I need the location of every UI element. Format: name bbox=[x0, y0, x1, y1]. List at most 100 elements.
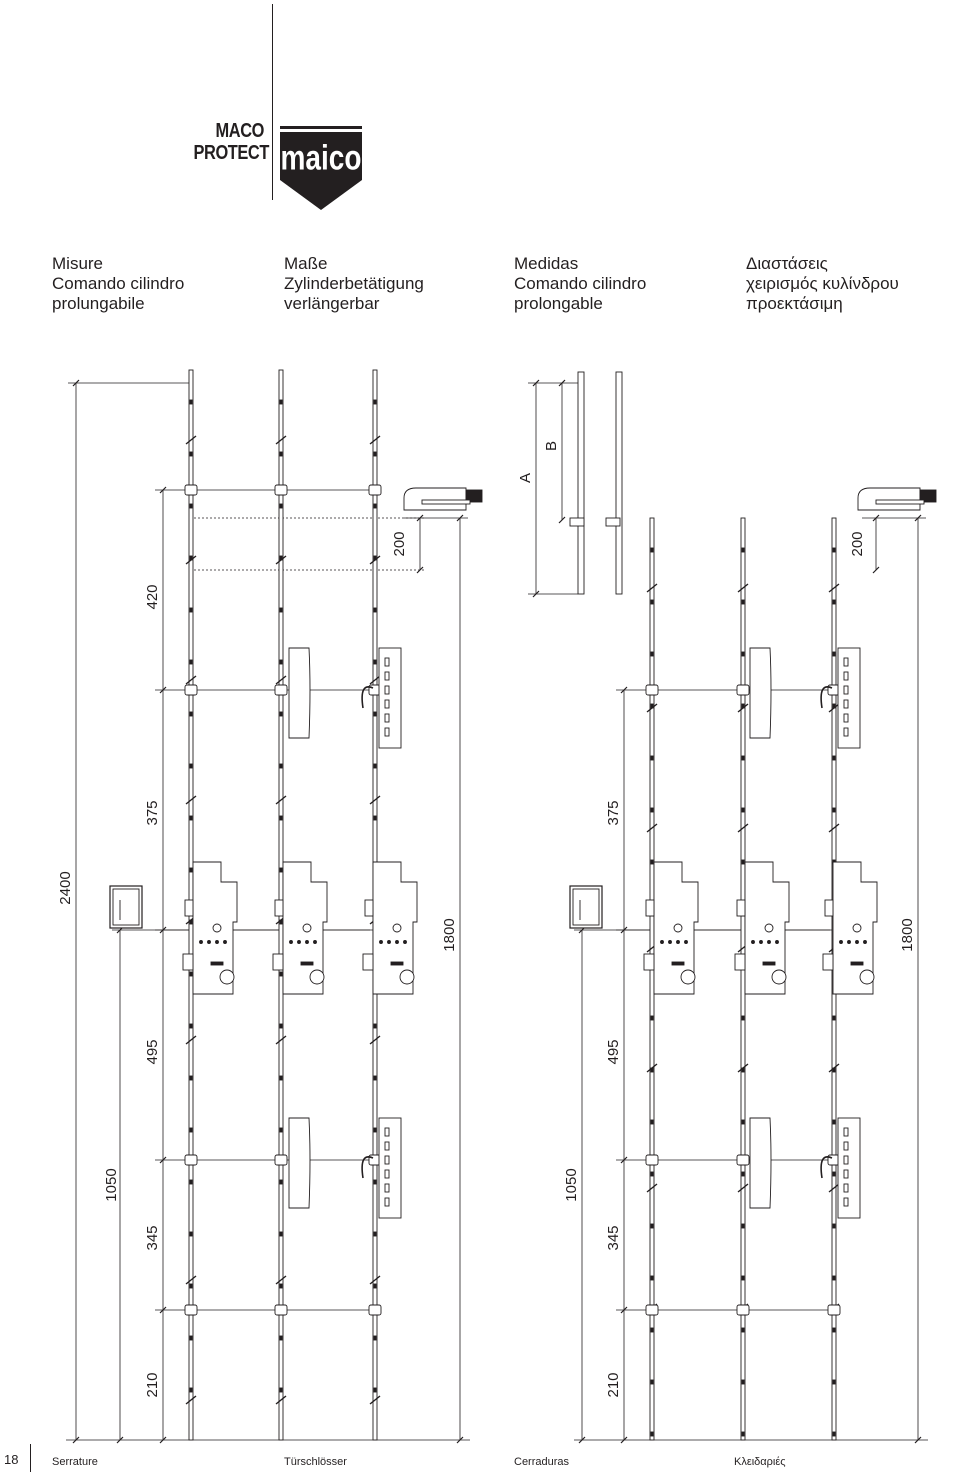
header-line: Zylinderbetätigung bbox=[284, 274, 424, 293]
rail-slot bbox=[189, 399, 193, 405]
rail-slot bbox=[832, 755, 836, 761]
dimension-label-a: A bbox=[517, 473, 534, 483]
rail-slot bbox=[279, 1387, 283, 1393]
rail-slot bbox=[650, 1015, 654, 1021]
header-line: verlängerbar bbox=[284, 294, 380, 313]
rail-slot bbox=[189, 919, 193, 925]
rail-slot bbox=[650, 703, 654, 709]
top-divider-line bbox=[272, 4, 273, 200]
rail-slot bbox=[650, 1275, 654, 1281]
hook-slot bbox=[384, 1169, 390, 1179]
rail-slot bbox=[650, 1223, 654, 1229]
case-screw bbox=[199, 940, 203, 944]
roller-cam bbox=[736, 1154, 750, 1166]
rail-slot bbox=[373, 503, 377, 509]
header-line: prolongable bbox=[514, 294, 603, 313]
rail-break-mark bbox=[185, 1035, 197, 1045]
rail-slot bbox=[832, 1275, 836, 1281]
rail-break-mark bbox=[275, 675, 287, 685]
extension-bolt bbox=[569, 517, 585, 527]
handle-rose-inner bbox=[572, 888, 600, 926]
rail-break-mark bbox=[185, 435, 197, 445]
handle-rose-icon bbox=[109, 885, 143, 929]
roller-cam bbox=[827, 1304, 841, 1316]
handle-rose-icon bbox=[569, 885, 603, 929]
dimension-label: 375 bbox=[144, 800, 161, 825]
rail-slot bbox=[279, 1231, 283, 1237]
dimension-label: 495 bbox=[605, 1039, 622, 1064]
dimension-label: 210 bbox=[605, 1372, 622, 1397]
main-lock-case bbox=[272, 861, 328, 995]
rail-slot bbox=[189, 451, 193, 457]
roller-cam bbox=[736, 1304, 750, 1316]
rail-break-mark bbox=[646, 823, 658, 833]
dimension-label: 420 bbox=[144, 584, 161, 609]
dimension-label: 210 bbox=[144, 1372, 161, 1397]
main-lock-case bbox=[643, 861, 699, 995]
rail-slot bbox=[279, 503, 283, 509]
rail-slot bbox=[650, 1327, 654, 1333]
rail-slot bbox=[373, 815, 377, 821]
header-italian: Misure Comando cilindro prolungabile bbox=[52, 254, 184, 314]
rail-slot bbox=[189, 971, 193, 977]
hook-lock bbox=[820, 647, 861, 749]
rail-break-mark bbox=[369, 1035, 381, 1045]
rail-break-mark bbox=[828, 583, 840, 593]
rail-slot bbox=[279, 607, 283, 613]
rail-slot bbox=[741, 859, 745, 865]
roller-cam bbox=[274, 1154, 288, 1166]
rail-slot bbox=[650, 1379, 654, 1385]
case-screw bbox=[676, 940, 680, 944]
rail-slot bbox=[650, 1431, 654, 1437]
header-line: Διαστάσεις bbox=[746, 254, 828, 273]
rail-slot bbox=[189, 1283, 193, 1289]
roller-cam bbox=[274, 1304, 288, 1316]
extension-rail bbox=[615, 371, 623, 595]
roller-cam bbox=[368, 1304, 382, 1316]
roller-cam bbox=[184, 684, 198, 696]
spindle-hole bbox=[302, 923, 312, 933]
case-screw bbox=[668, 940, 672, 944]
rail-slot bbox=[373, 1127, 377, 1133]
latch-bolt bbox=[824, 899, 834, 917]
rail-slot bbox=[189, 1387, 193, 1393]
rail-slot bbox=[373, 1075, 377, 1081]
dimension-tick bbox=[872, 566, 880, 574]
roller-cam bbox=[368, 484, 382, 496]
rail-slot bbox=[832, 1119, 836, 1125]
case-screw bbox=[759, 940, 763, 944]
shoot-bolt-plate bbox=[288, 647, 311, 739]
shoot-bolt-plate bbox=[749, 1117, 772, 1209]
cylinder-icon bbox=[859, 969, 875, 985]
lever-handle-icon bbox=[403, 487, 483, 511]
rail-slot bbox=[189, 1023, 193, 1029]
rail-slot bbox=[189, 711, 193, 717]
rail-break-mark bbox=[369, 675, 381, 685]
rail-slot bbox=[741, 1379, 745, 1385]
rail-slot bbox=[279, 763, 283, 769]
rail-break-mark bbox=[275, 1395, 287, 1405]
header-spanish: Medidas Comando cilindro prolongable bbox=[514, 254, 646, 314]
hook-slot bbox=[843, 1141, 849, 1151]
rail-slot bbox=[832, 1223, 836, 1229]
hook-slot bbox=[843, 727, 849, 737]
case-label bbox=[671, 961, 685, 966]
case-screw bbox=[289, 940, 293, 944]
rail-slot bbox=[373, 399, 377, 405]
rail-slot bbox=[741, 547, 745, 553]
brand-wordmark: MACO PROTECT bbox=[193, 120, 269, 164]
spindle-hole bbox=[212, 923, 222, 933]
rail-slot bbox=[279, 1127, 283, 1133]
main-lock-case bbox=[734, 861, 790, 995]
main-lock-case bbox=[182, 861, 238, 995]
cylinder-icon bbox=[309, 969, 325, 985]
rail-slot bbox=[650, 651, 654, 657]
dead-bolt bbox=[362, 953, 374, 971]
rail-break-mark bbox=[646, 583, 658, 593]
rail-break-mark bbox=[185, 675, 197, 685]
roller-cam bbox=[184, 1304, 198, 1316]
rail-slot bbox=[741, 1275, 745, 1281]
main-lock-case bbox=[362, 861, 418, 995]
rail-slot bbox=[189, 1075, 193, 1081]
hook-slot bbox=[384, 671, 390, 681]
